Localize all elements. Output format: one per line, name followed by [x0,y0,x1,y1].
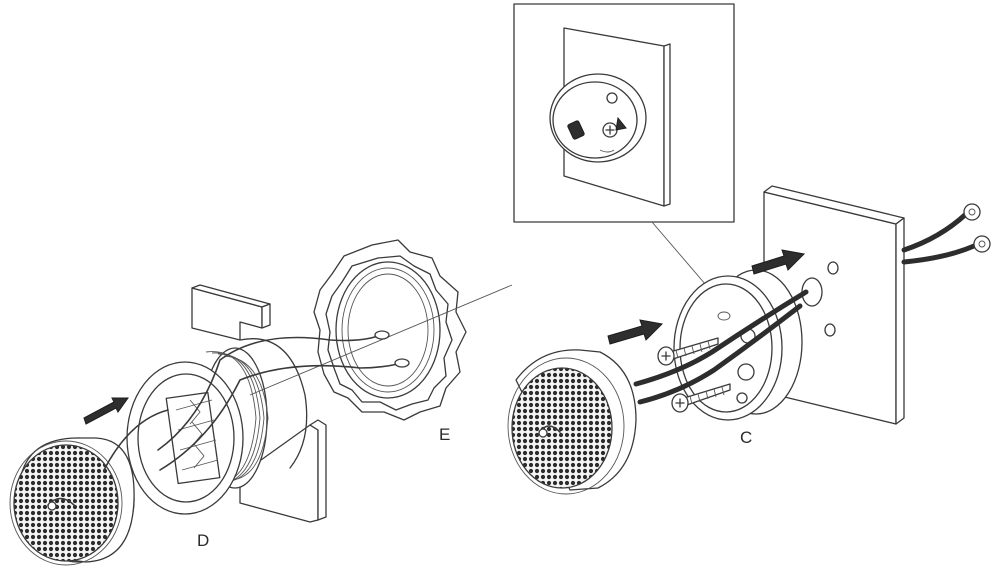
arrow-right-upper [751,249,806,275]
alignment-line [249,284,513,396]
label-c: C [740,428,753,447]
label-e: E [439,425,451,444]
label-d: D [197,531,210,550]
arrow-right-lower [607,319,664,345]
threaded-mount-ring [126,347,269,515]
decorative-nut-e [313,239,467,421]
arrow-left [83,397,129,425]
screw-top [657,337,719,366]
detail-inset [513,3,735,286]
left-wires [157,330,410,471]
speaker-grille-right [507,349,637,495]
mounting-cup-c [633,269,809,421]
right-cable-terminals [901,203,991,265]
right-assembly [507,185,991,495]
speaker-grille-left [9,409,169,566]
left-assembly [9,239,513,566]
screw-bottom [671,383,731,413]
